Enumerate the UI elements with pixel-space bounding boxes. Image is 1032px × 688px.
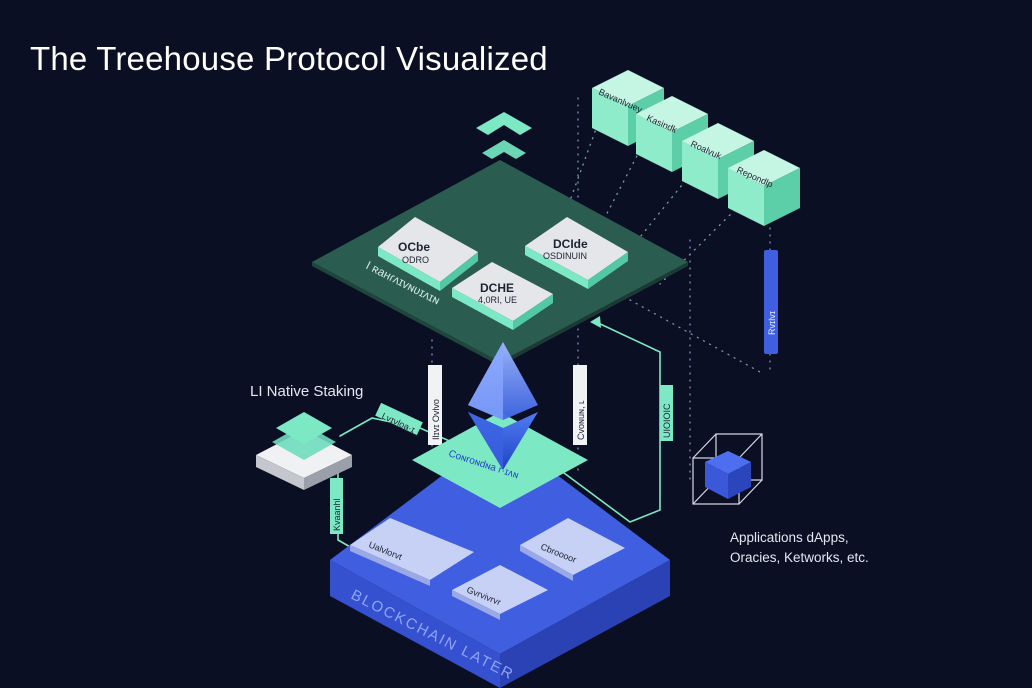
top-module-sub: ODRO <box>402 255 429 265</box>
applications-cube-icon <box>692 433 763 505</box>
top-module-sub: OSDINUIN <box>543 251 587 261</box>
side-tag: Ilɪvɪ Ovlvo <box>428 365 442 445</box>
top-module-sub: 4,0RI, UE <box>478 295 517 305</box>
page-title: The Treehouse Protocol Visualized <box>30 40 548 77</box>
applications-label: Applications dApps, Oracies, Ketworks, e… <box>730 528 869 568</box>
chain-module: Cbroooor <box>520 518 625 581</box>
stack-block: Repondlp <box>728 150 800 226</box>
side-tag-label: Rvɪlvɪ <box>767 311 777 335</box>
top-module: OCbe ODRO <box>378 217 478 291</box>
side-tag: Cvoɴuɴ, ʟ <box>573 365 587 445</box>
side-tag: Kvaanhl <box>330 478 343 534</box>
chain-module: Ualvlorvt <box>350 518 474 586</box>
ethereum-icon <box>468 342 538 470</box>
top-module-title: DCHE <box>480 281 514 295</box>
native-staking-icon <box>256 412 352 490</box>
applications-label-line: Applications dApps, <box>730 530 849 545</box>
side-tag: UIOIOIC <box>660 385 673 441</box>
side-tag-label: Ilɪvɪ Ovlvo <box>431 399 441 440</box>
side-tag-label: UIOIOIC <box>662 403 672 438</box>
top-module-title: OCbe <box>398 240 430 254</box>
side-tag-label: Cvoɴuɴ, ʟ <box>576 400 586 440</box>
top-module-title: DCIde <box>553 237 588 251</box>
chain-module: Gvrvivrvr <box>452 565 548 620</box>
side-tag-label: Kvaanhl <box>332 498 342 531</box>
native-staking-label: LI Native Staking <box>250 383 364 400</box>
applications-label-line: Oracies, Ketworks, etc. <box>730 550 869 565</box>
top-module: DCHE 4,0RI, UE <box>452 262 553 330</box>
top-module: DCIde OSDINUIN <box>525 217 628 289</box>
side-tag: Lvɪᴠloa·ɪ <box>375 402 423 436</box>
side-tag: Rvɪlvɪ <box>764 250 778 354</box>
top-platform: I ʀaʜɾʌɪvɴʋɪʌɪɴ <box>312 160 688 366</box>
